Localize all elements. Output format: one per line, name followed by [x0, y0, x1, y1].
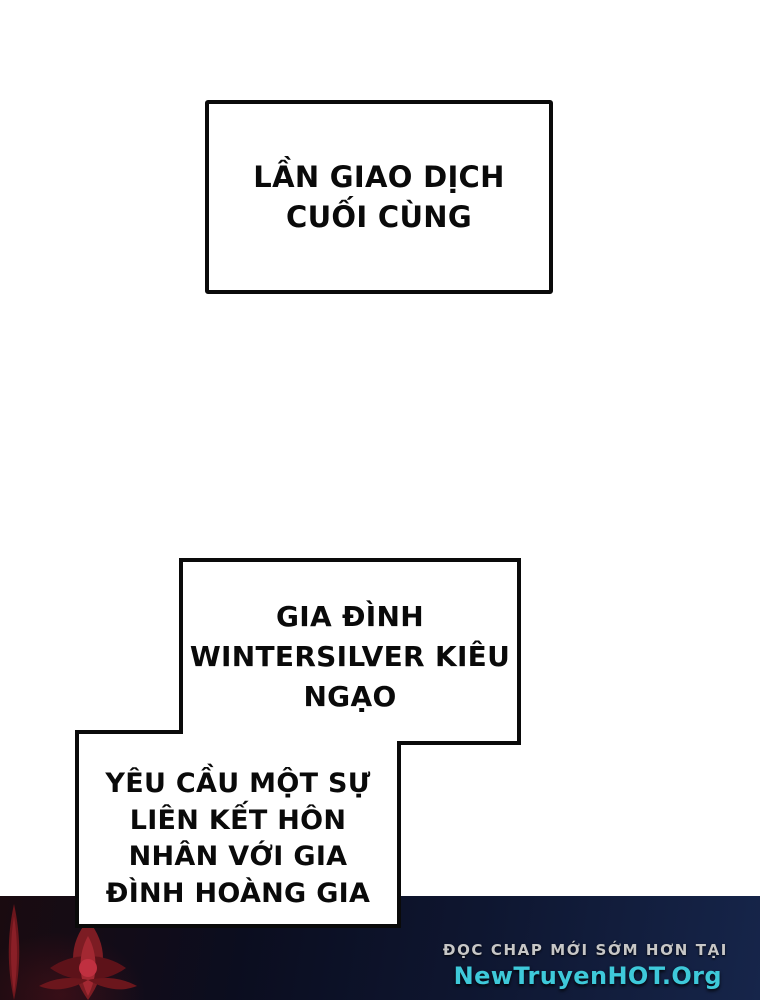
speech-text-top: LẦN GIAO DỊCH CUỐI CÙNG	[253, 159, 505, 234]
red-emblem-icon	[8, 904, 137, 1000]
speech-text-middle: GIA ĐÌNH WINTERSILVER KIÊU NGẠO	[189, 600, 511, 713]
watermark-site-name: NewTruyenHOT.Org	[453, 962, 722, 990]
watermark-tagline: ĐỌC CHAP MỚI SỚM HƠN TẠI	[442, 941, 728, 959]
watermark: ĐỌC CHAP MỚI SỚM HƠN TẠI NewTruyenHOT.Or…	[443, 941, 728, 990]
speech-text-bottom: YÊU CẦU MỘT SỰ LIÊN KẾT HÔN NHÂN VỚI GIA…	[105, 768, 371, 910]
speech-bubble-top: LẦN GIAO DỊCH CUỐI CÙNG	[205, 100, 553, 294]
